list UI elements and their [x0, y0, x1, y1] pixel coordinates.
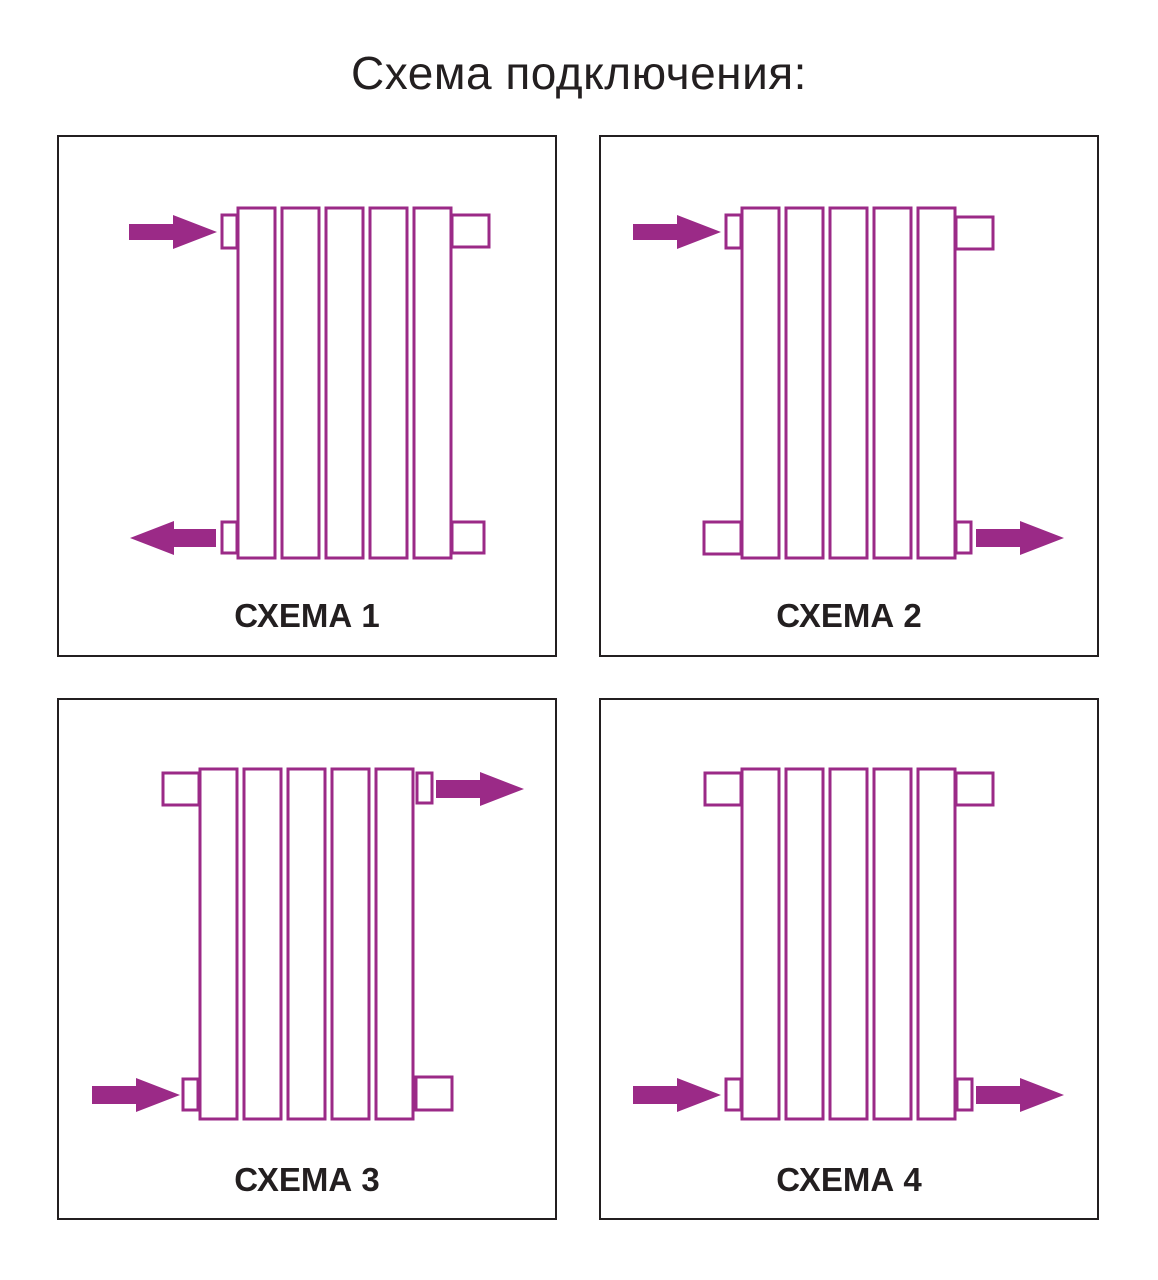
radiator-section — [330, 767, 371, 1121]
outlet-arrow-icon — [976, 1078, 1064, 1112]
radiator-pipe-stub — [724, 213, 743, 250]
radiator-pipe-stub — [181, 1077, 200, 1112]
radiator-section — [916, 767, 957, 1121]
radiator-section — [198, 767, 239, 1121]
radiator-section — [784, 767, 825, 1121]
scheme-3-diagram — [92, 767, 524, 1121]
outlet-arrow-icon — [130, 521, 216, 555]
radiator-section — [280, 206, 321, 560]
radiator-section — [236, 206, 277, 560]
radiator-pipe-stub — [415, 771, 434, 805]
scheme-3-label: СХЕМА 3 — [234, 1161, 380, 1198]
radiator-section — [828, 206, 869, 560]
scheme-1-diagram — [129, 206, 491, 560]
radiator-pipe-stub — [724, 1077, 743, 1112]
radiator-plug — [450, 520, 486, 555]
radiator-section — [740, 767, 781, 1121]
inlet-arrow-icon — [633, 215, 721, 249]
radiator-pipe-stub — [220, 213, 239, 250]
scheme-3-panel: СХЕМА 3 — [57, 698, 557, 1220]
scheme-1-panel: СХЕМА 1 — [57, 135, 557, 657]
inlet-arrow-icon — [633, 1078, 721, 1112]
radiator-section — [374, 767, 415, 1121]
inlet-arrow-icon — [129, 215, 217, 249]
scheme-4-panel: СХЕМА 4 — [599, 698, 1099, 1220]
inlet-arrow-icon — [92, 1078, 180, 1112]
radiator-pipe-stub — [220, 520, 239, 555]
scheme-2-panel: СХЕМА 2 — [599, 135, 1099, 657]
radiator-plug — [450, 213, 491, 249]
radiator-plug — [414, 1075, 454, 1112]
radiator-pipe-stub — [954, 520, 973, 555]
radiator-section — [242, 767, 283, 1121]
radiator-section — [872, 206, 913, 560]
scheme-2-diagram — [633, 206, 1064, 560]
radiator-section — [286, 767, 327, 1121]
scheme-2-label: СХЕМА 2 — [776, 597, 922, 634]
outlet-arrow-icon — [436, 772, 524, 806]
radiator-section — [740, 206, 781, 560]
radiator-section — [784, 206, 825, 560]
page-title: Схема подключения: — [351, 47, 807, 99]
radiator-plug — [702, 520, 743, 556]
radiator-section — [872, 767, 913, 1121]
radiator-section — [916, 206, 957, 560]
radiator-plug — [954, 215, 995, 251]
scheme-4-diagram — [633, 767, 1064, 1121]
radiator-section — [412, 206, 453, 560]
radiator-plug — [954, 771, 995, 807]
radiator-section — [324, 206, 365, 560]
outlet-arrow-icon — [976, 521, 1064, 555]
scheme-4-label: СХЕМА 4 — [776, 1161, 922, 1198]
radiator-pipe-stub — [955, 1077, 974, 1112]
radiator-plug — [703, 771, 743, 807]
scheme-1-label: СХЕМА 1 — [234, 597, 380, 634]
radiator-plug — [161, 771, 201, 807]
radiator-section — [368, 206, 409, 560]
radiator-section — [828, 767, 869, 1121]
